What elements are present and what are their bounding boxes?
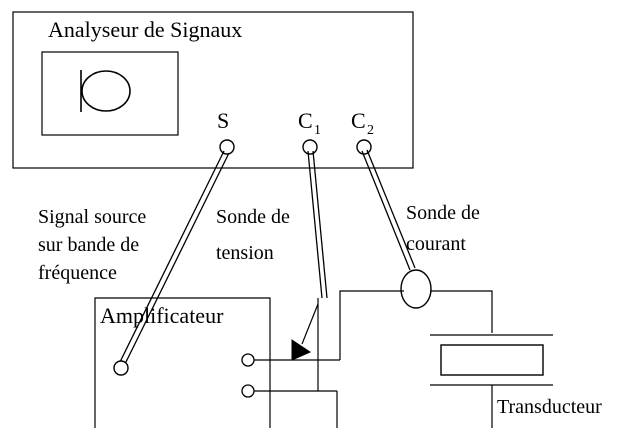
- amplifier-frame: [94, 297, 271, 428]
- port-label-c1: C: [298, 108, 313, 133]
- amplifier-output-terminal-1: [241, 353, 255, 367]
- port-c2-connector: [356, 139, 372, 155]
- wire-to-transducer-top: [430, 290, 493, 333]
- amplifier-title: Amplificateur: [100, 303, 224, 328]
- signal-analyzer: Analyseur de Signaux S C 1 C 2: [12, 11, 414, 169]
- analyzer-screen: [41, 51, 179, 136]
- port-label-c1-subscript: 1: [314, 123, 321, 138]
- voltage-probe-line-1: Sonde de: [216, 206, 290, 228]
- source-signal-line-3: fréquence: [38, 262, 117, 284]
- voltage-probe-tip-line: [301, 303, 319, 345]
- voltage-probe-cable: [307, 150, 328, 299]
- source-signal-line-1: Signal source: [38, 206, 146, 228]
- port-label-s: S: [217, 108, 229, 133]
- amplifier-output-terminal-2: [241, 384, 255, 398]
- source-cable: [118, 150, 230, 367]
- current-probe-cable: [361, 149, 416, 271]
- current-probe-line-1: Sonde de: [406, 202, 480, 224]
- voltage-probe-label: Sonde de tension: [216, 206, 290, 264]
- voltage-probe-line-2: tension: [216, 242, 274, 264]
- analyzer-frame: [12, 11, 414, 169]
- amplifier-input-connector: [113, 360, 129, 376]
- port-label-c2: C: [351, 108, 366, 133]
- transducer: Transducteur: [430, 334, 602, 428]
- transducer-element: [440, 344, 544, 376]
- port-c1-connector: [302, 139, 318, 155]
- analyzer-title: Analyseur de Signaux: [48, 17, 242, 42]
- current-probe-line-2: courant: [406, 233, 466, 255]
- current-probe-label: Sonde de courant: [406, 202, 480, 255]
- source-signal-line-2: sur bande de: [38, 234, 139, 256]
- port-s-connector: [219, 139, 235, 155]
- current-probe-clamp: [400, 269, 432, 309]
- port-label-c2-subscript: 2: [367, 123, 374, 138]
- amplifier: Amplificateur: [94, 297, 340, 428]
- screen-trace-ellipse: [81, 70, 131, 112]
- wire-to-probe: [339, 290, 404, 360]
- circuit-wiring: [301, 290, 493, 428]
- transducer-title: Transducteur: [497, 396, 602, 418]
- voltage-probe-tip-arrow: [291, 339, 312, 361]
- source-signal-label: Signal source sur bande de fréquence: [38, 206, 146, 284]
